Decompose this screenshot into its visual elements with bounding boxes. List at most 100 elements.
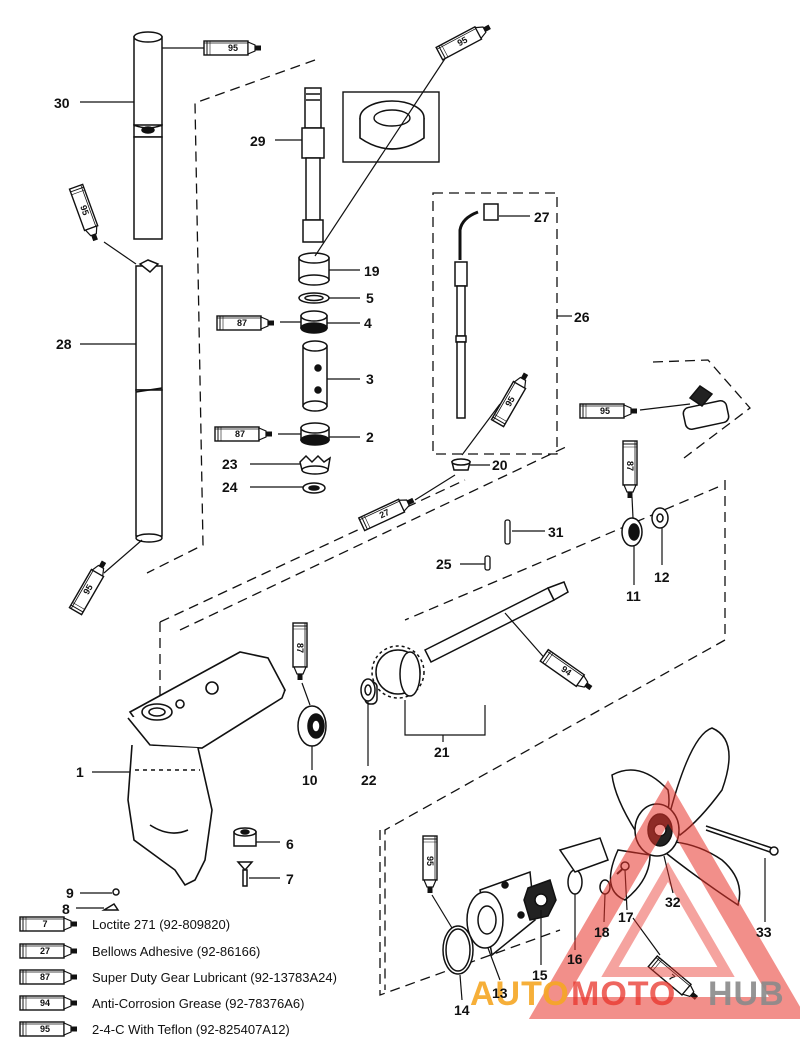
part-label-19: 19 — [364, 263, 380, 279]
part-label-32: 32 — [665, 894, 681, 910]
part-label-23: 23 — [222, 456, 238, 472]
legend-text: Loctite 271 (92-809820) — [92, 917, 230, 932]
part-label-11: 11 — [626, 588, 641, 604]
lubricant-tube: 87 — [292, 622, 308, 681]
part-label-6: 6 — [286, 836, 294, 852]
dashed-outlines — [146, 59, 751, 996]
legend-code: 87 — [40, 972, 50, 982]
part-label-14: 14 — [454, 1002, 470, 1018]
part-21-propeller-shaft — [364, 581, 569, 705]
part-33-cotter-pin — [705, 825, 779, 856]
small-parts-6-7-8-9 — [101, 827, 257, 911]
part-label-15: 15 — [532, 967, 548, 983]
part-label-31: 31 — [548, 524, 564, 540]
legend-code: 95 — [40, 1024, 50, 1034]
lubricant-tube: 27 — [358, 493, 418, 532]
legend-row: 87 Super Duty Gear Lubricant (92-13783A2… — [19, 969, 337, 985]
lubricant-legend: 7 Loctite 271 (92-809820) 27 Bellows Adh… — [19, 916, 337, 1037]
tube-code: 87 — [625, 461, 635, 471]
part-label-26: 26 — [574, 309, 590, 325]
part-30-drive-shaft-tube-upper — [133, 31, 163, 240]
lubricant-tube: 95 — [203, 40, 262, 56]
automotohub-watermark: AUTO MOTO HUB — [470, 780, 800, 1019]
bearing-11-washer-12 — [621, 507, 669, 547]
part-label-22: 22 — [361, 772, 377, 788]
lubricant-tube: 95 — [490, 369, 533, 428]
part-label-27: 27 — [534, 209, 550, 225]
tube-code: 95 — [81, 583, 95, 597]
part-label-9: 9 — [66, 885, 74, 901]
legend-text: 2-4-C With Teflon (92-825407A12) — [92, 1022, 290, 1037]
lubricant-tube: 95 — [435, 19, 494, 61]
lubricant-tube: 94 — [539, 648, 596, 695]
lubricant-tube: 95 — [579, 403, 638, 419]
drive-shaft-components — [298, 252, 332, 494]
tube-code: 94 — [559, 664, 573, 678]
legend-text: Bellows Adhesive (92-86166) — [92, 944, 260, 959]
tube-code: 95 — [600, 406, 610, 416]
part-label-7: 7 — [286, 871, 294, 887]
legend-code: 94 — [40, 998, 50, 1008]
part-label-5: 5 — [366, 290, 374, 306]
tube-code: 87 — [235, 429, 245, 439]
legend-text: Anti-Corrosion Grease (92-78376A6) — [92, 996, 304, 1011]
part-label-29: 29 — [250, 133, 266, 149]
tube-code: 27 — [378, 507, 391, 520]
pins-25-31 — [484, 519, 511, 571]
tube-code: 95 — [78, 204, 91, 217]
part-label-16: 16 — [567, 951, 583, 967]
legend-row: 7 Loctite 271 (92-809820) — [19, 916, 230, 932]
legend-row: 94 Anti-Corrosion Grease (92-78376A6) — [19, 995, 304, 1011]
watermark-auto: AUTO — [470, 975, 570, 1013]
legend-row: 95 2-4-C With Teflon (92-825407A12) — [19, 1021, 290, 1037]
part-10-bearing — [297, 705, 327, 747]
part-label-1: 1 — [76, 764, 84, 780]
part-label-25: 25 — [436, 556, 452, 572]
part-label-4: 4 — [364, 315, 372, 331]
part-label-2: 2 — [366, 429, 374, 445]
tube-code: 87 — [295, 643, 305, 653]
part-label-17: 17 — [618, 909, 634, 925]
shift-cam-inset-part — [682, 385, 730, 430]
part-label-28: 28 — [56, 336, 72, 352]
lubricant-tube: 95 — [68, 183, 103, 244]
watermark-hub: HUB — [708, 975, 785, 1013]
tube-code: 95 — [425, 856, 435, 866]
part-number-labels: 1 2 3 4 5 6 7 8 9 10 11 12 13 14 15 16 1… — [54, 95, 772, 1018]
part-label-24: 24 — [222, 479, 238, 495]
lubricant-tube: 87 — [216, 315, 275, 331]
part-label-20: 20 — [492, 457, 508, 473]
part-label-3: 3 — [366, 371, 374, 387]
lubricant-tube: 95 — [422, 835, 438, 894]
part-label-12: 12 — [654, 569, 670, 585]
part-label-10: 10 — [302, 772, 318, 788]
legend-code: 27 — [40, 946, 50, 956]
part-label-18: 18 — [594, 924, 610, 940]
leader-lines — [76, 47, 766, 1001]
seal-detail-inset — [342, 91, 440, 163]
part-22-washer — [360, 678, 376, 702]
tube-code: 87 — [237, 318, 247, 328]
part-label-21: 21 — [434, 744, 450, 760]
legend-text: Super Duty Gear Lubricant (92-13783A24) — [92, 970, 337, 985]
lubricant-tube: 87 — [622, 440, 638, 499]
tube-code: 95 — [456, 35, 470, 49]
tube-code: 95 — [503, 395, 517, 409]
watermark-moto: MOTO — [571, 975, 676, 1013]
legend-code: 7 — [42, 919, 47, 929]
part-29-drive-shaft — [301, 87, 325, 243]
part-1-gear-housing — [127, 651, 287, 887]
part-label-13: 13 — [492, 985, 508, 1001]
tube-code: 7 — [667, 972, 677, 983]
part-26-shift-rod — [451, 203, 499, 471]
part-label-30: 30 — [54, 95, 70, 111]
legend-row: 27 Bellows Adhesive (92-86166) — [19, 943, 260, 959]
tube-code: 95 — [228, 43, 238, 53]
lubricant-tube: 95 — [68, 557, 111, 616]
part-label-8: 8 — [62, 901, 70, 917]
lubricant-tube: 87 — [214, 426, 273, 442]
lubricant-tube: 7 — [647, 955, 702, 1005]
part-label-33: 33 — [756, 924, 772, 940]
